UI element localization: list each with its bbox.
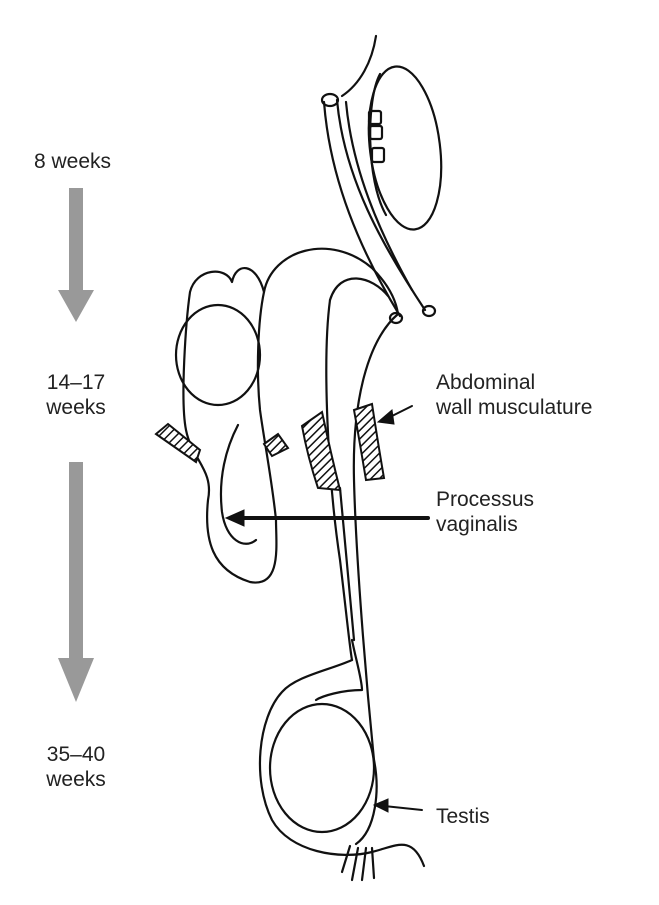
upper-peritoneal-curve [340, 34, 378, 98]
label-abdominal-wall-musculature: Abdominal wall musculature [436, 370, 592, 420]
tunica-fold [314, 638, 364, 702]
stage-label-35-40-weeks: 35–40 weeks [42, 742, 110, 792]
descending-duct-left [325, 298, 354, 662]
testis-arrowhead [372, 798, 389, 813]
label-processus-line1: Processus [436, 488, 535, 511]
gonad-edge-8-weeks [369, 72, 388, 217]
stage-label-35-40-line2: weeks [46, 768, 106, 791]
testis-14-weeks [174, 303, 262, 407]
scrotal-sac-outline [258, 658, 426, 868]
gonad-detail [370, 146, 386, 164]
stage-label-8-weeks: 8 weeks [34, 149, 111, 174]
duct-strand-upper-c [344, 100, 414, 292]
testis-14-weeks-sac [182, 266, 278, 584]
duct-strand-upper-a [322, 100, 402, 318]
stage-label-14-17-line2: weeks [46, 396, 106, 419]
timeline-arrow-14-to-35 [58, 462, 94, 702]
duct-loop-inner [328, 277, 390, 302]
label-testis: Testis [436, 804, 490, 829]
label-processus-line2: vaginalis [436, 513, 518, 536]
duct-end-top [320, 92, 340, 108]
descending-duct-mid [338, 486, 356, 642]
stage-label-14-17-weeks: 14–17 weeks [42, 370, 110, 420]
label-testis-text: Testis [436, 805, 490, 828]
testis-arrow [383, 805, 423, 811]
gonad-detail [367, 109, 383, 126]
timeline-arrow-8-to-14 [58, 188, 94, 322]
abdominal-wall-segment [352, 402, 386, 482]
descending-duct-right [352, 312, 400, 762]
gonad-detail [368, 124, 384, 141]
duct-end-right [421, 304, 437, 318]
label-abdominal-line1: Abdominal [436, 371, 536, 394]
abdominal-wall-segment [154, 422, 202, 464]
stage-label-8-weeks-text: 8 weeks [34, 150, 112, 173]
stage-label-14-17-line1: 14–17 [46, 371, 106, 394]
label-abdominal-line2: wall musculature [436, 396, 593, 419]
duct-end-left [388, 311, 404, 325]
abdominal-wall-arrowhead [376, 409, 395, 425]
label-processus-vaginalis: Processus vaginalis [436, 487, 534, 537]
gubernaculum-fibers [340, 844, 376, 882]
processus-vaginalis-arrowhead [224, 509, 245, 527]
abdominal-wall-segment [262, 432, 290, 458]
testis-35-weeks [268, 702, 376, 834]
duct-loop [262, 247, 400, 316]
stage-label-35-40-line1: 35–40 [46, 743, 106, 766]
processus-vaginalis-outline [219, 423, 258, 545]
testis-capsule-edge [354, 758, 378, 846]
abdominal-wall-segment [300, 410, 342, 492]
